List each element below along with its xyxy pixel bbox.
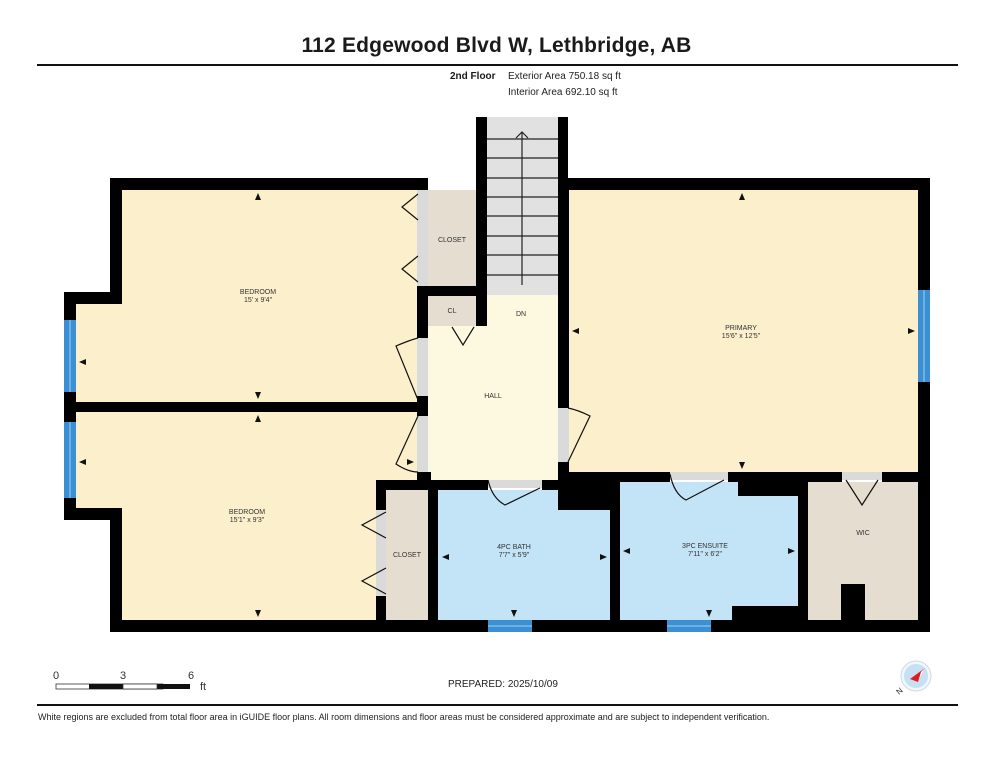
room-primary [569, 190, 918, 472]
room-label-closet-1: CLOSET [438, 237, 467, 244]
scale-bar [55, 683, 190, 690]
room-label-closet-2: CLOSET [393, 552, 422, 559]
room-4pc-bath [438, 490, 610, 620]
room-label-4pc-bath: 4PC BATH [497, 544, 531, 551]
room-label-primary: PRIMARY [725, 325, 757, 332]
room-cl [428, 296, 476, 326]
floor-label: 2nd Floor [450, 71, 496, 82]
compass-icon: N [895, 660, 932, 697]
scale-label-3: 3 [120, 670, 127, 682]
room-dims-4pc-bath: 7'7" x 5'9" [499, 552, 530, 559]
room-hall [428, 326, 558, 480]
room-label-hall: HALL [484, 393, 502, 400]
prepared-date: PREPARED: 2025/10/09 [448, 679, 558, 690]
stairs [476, 117, 568, 297]
room-label-3pc-ensuite: 3PC ENSUITE [682, 543, 728, 550]
room-dims-3pc-ensuite: 7'11" x 6'2" [688, 551, 722, 558]
svg-text:N: N [895, 686, 905, 697]
room-dims-bedroom-1: 15' x 9'4" [244, 297, 273, 304]
header-divider [37, 64, 958, 66]
windows [64, 290, 930, 632]
room-label-cl: CL [448, 308, 457, 315]
disclaimer: White regions are excluded from total fl… [38, 712, 770, 722]
room-3pc-ensuite [620, 482, 798, 620]
room-closet-2 [386, 490, 428, 620]
room-label-bedroom-1: BEDROOM [240, 289, 276, 296]
exterior-area: Exterior Area 750.18 sq ft [508, 71, 621, 82]
stairs-arrow-icon [515, 131, 529, 139]
room-label-bedroom-2: BEDROOM [229, 509, 265, 516]
room-dims-primary: 15'6" x 12'5" [722, 333, 761, 340]
room-closet-1 [428, 190, 476, 286]
room-label-stairs: DN [516, 311, 526, 318]
room-dims-bedroom-2: 15'1" x 9'3" [230, 517, 265, 524]
scale-unit: ft [200, 681, 207, 693]
scale-label-6: 6 [188, 670, 195, 682]
footer-divider [37, 704, 958, 706]
doors [360, 193, 879, 595]
dimension-markers [79, 193, 915, 617]
interior-area: Interior Area 692.10 sq ft [508, 87, 618, 98]
scale-label-0: 0 [53, 670, 60, 682]
page-title: 112 Edgewood Blvd W, Lethbridge, AB [301, 34, 692, 57]
room-label-wic: WIC [856, 530, 870, 537]
